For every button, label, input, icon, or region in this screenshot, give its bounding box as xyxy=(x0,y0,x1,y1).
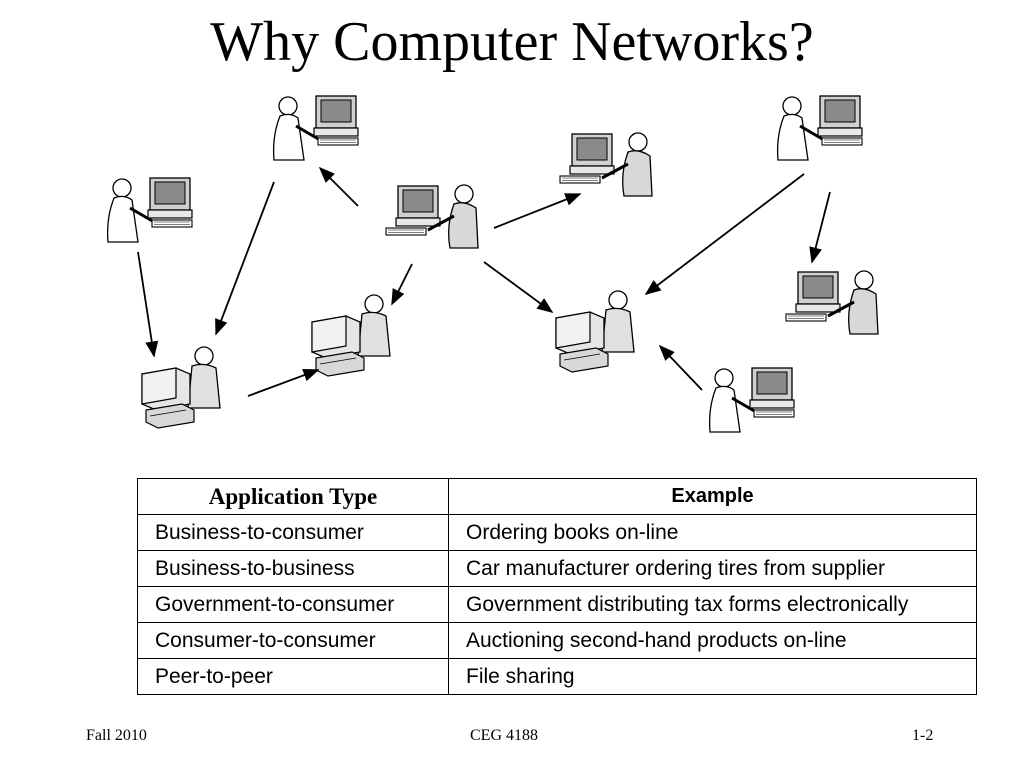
arrow-left-to-bottom-left xyxy=(137,251,159,358)
network-diagram xyxy=(106,94,880,434)
table-row: Government-to-consumer Government distri… xyxy=(137,586,977,623)
application-type-cell: Business-to-business xyxy=(137,550,449,587)
example-cell: Auctioning second-hand products on-line xyxy=(448,622,977,659)
workstation-laptop-man xyxy=(558,131,654,198)
workstation-left-man xyxy=(106,176,194,244)
application-type-cell: Business-to-consumer xyxy=(137,514,449,551)
workstation-middle-woman xyxy=(311,294,391,377)
application-table: Application Type Example Business-to-con… xyxy=(137,478,977,695)
arrow-bottom-right-to-center-right xyxy=(658,344,703,391)
arrow-bottom-left-to-middle xyxy=(247,369,320,397)
workstation-top-left-woman xyxy=(272,94,360,162)
workstation-center-man xyxy=(384,183,480,250)
slide-title: Why Computer Networks? xyxy=(210,11,814,73)
workstation-right-man xyxy=(784,269,880,336)
table-row: Business-to-business Car manufacturer or… xyxy=(137,550,977,587)
column-header-application-type: Application Type xyxy=(137,478,449,515)
workstation-center-right-man xyxy=(555,290,635,373)
arrow-center-to-center-right xyxy=(483,261,554,313)
footer-date: Fall 2010 xyxy=(86,727,147,744)
example-cell: Ordering books on-line xyxy=(448,514,977,551)
table-row: Peer-to-peer File sharing xyxy=(137,658,977,695)
arrow-top-right-to-right xyxy=(809,191,831,264)
application-type-cell: Peer-to-peer xyxy=(137,658,449,695)
arrow-top-left-to-bottom-left xyxy=(215,181,275,336)
footer-slide-number: 1-2 xyxy=(912,727,934,744)
application-type-cell: Consumer-to-consumer xyxy=(137,622,449,659)
application-type-cell: Government-to-consumer xyxy=(137,586,449,623)
example-cell: Car manufacturer ordering tires from sup… xyxy=(448,550,977,587)
workstation-bottom-right-man xyxy=(708,366,796,434)
footer-course: CEG 4188 xyxy=(470,727,538,744)
arrow-center-to-top-left xyxy=(318,166,359,207)
arrow-center-to-laptop xyxy=(493,193,582,229)
workstation-bottom-left-woman xyxy=(141,346,221,429)
table-header-row: Application Type Example xyxy=(137,478,977,515)
column-header-example: Example xyxy=(448,478,977,515)
arrow-top-right-to-center-right xyxy=(644,173,805,295)
example-cell: Government distributing tax forms electr… xyxy=(448,586,977,623)
table-row: Consumer-to-consumer Auctioning second-h… xyxy=(137,622,977,659)
workstation-top-right-woman xyxy=(776,94,864,162)
example-cell: File sharing xyxy=(448,658,977,695)
table-row: Business-to-consumer Ordering books on-l… xyxy=(137,514,977,551)
arrow-center-to-middle xyxy=(391,263,413,306)
